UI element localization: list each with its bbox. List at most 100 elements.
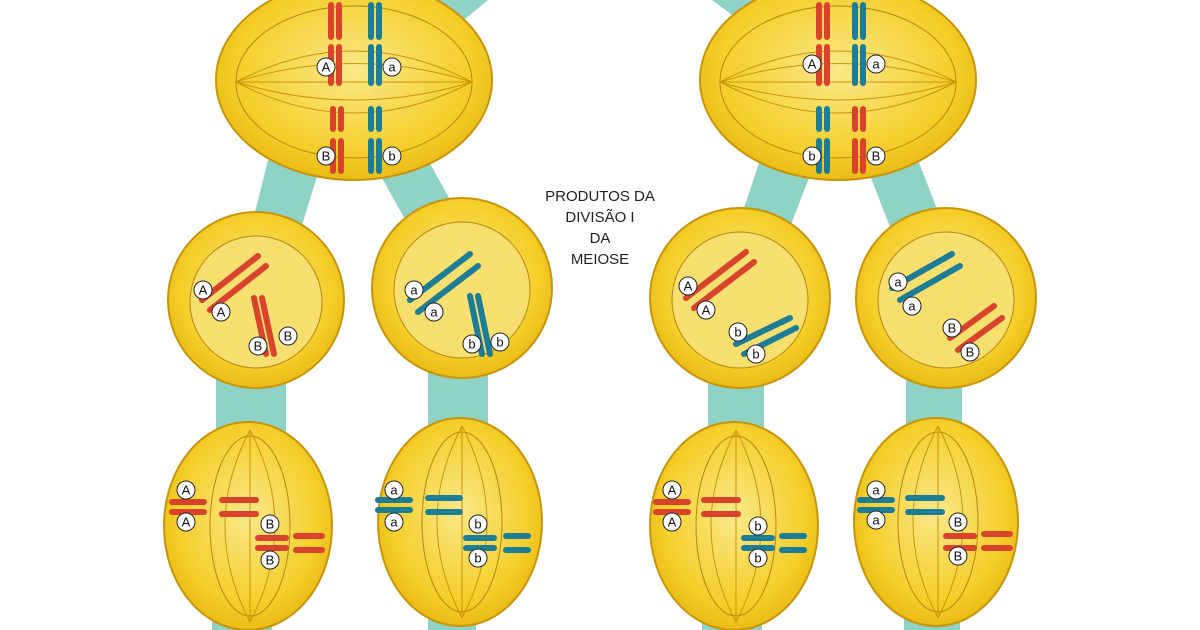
allele-label-circle [468,514,488,534]
allele-label-circle [384,480,404,500]
allele-label: A [322,60,331,75]
allele-label-circle [866,146,886,166]
allele-label-circle [193,280,213,300]
chromosomes [653,497,807,553]
allele-label-circle [468,548,488,568]
allele-label-circle [382,57,402,77]
allele-label: a [894,275,902,290]
allele-label: b [388,149,395,164]
allele-label-circle [866,480,886,500]
allele-label: a [872,513,880,528]
allele-label-circle [260,514,280,534]
allele-label-circle [278,326,298,346]
allele-label-circle [462,334,482,354]
allele-label: a [908,299,916,314]
allele-label: b [474,517,481,532]
allele-label: a [390,483,398,498]
allele-label-circle [382,146,402,166]
allele-label: b [734,325,741,340]
allele-label: b [474,551,481,566]
allele-label-circle [888,272,908,292]
allele-label-circle [404,280,424,300]
allele-label: B [266,553,275,568]
allele-label-circle [384,512,404,532]
allele-label: A [684,279,693,294]
allele-label: a [410,283,418,298]
chromosomes [169,497,325,553]
allele-label: B [948,321,957,336]
allele-label-circle [248,336,268,356]
allele-label: b [468,337,475,352]
allele-label: B [872,149,881,164]
allele-label-circle [176,512,196,532]
allele-label-circle [662,512,682,532]
allele-label-circle [866,510,886,530]
allele-label-circle [211,302,231,322]
caption-line-3: DA [589,230,611,247]
allele-label-circle [948,512,968,532]
cell-row2-2: aa b b [371,197,553,379]
allele-label: A [199,283,208,298]
allele-label: B [284,329,293,344]
caption-line-4: MEIOSE [570,251,630,268]
allele-label: a [390,515,398,530]
chromosomes [375,495,531,553]
allele-label-circle [902,296,922,316]
allele-label: a [430,305,438,320]
allele-label-circle [948,546,968,566]
allele-label-circle [678,276,698,296]
allele-label-circle [748,516,768,536]
chromosomes [816,2,866,174]
allele-label-circle [424,302,444,322]
allele-label-circle [746,344,766,364]
allele-label-circle [176,480,196,500]
allele-label: B [954,549,963,564]
allele-label: B [254,339,263,354]
cell-row2-1: AA B B [167,211,345,389]
allele-label: B [954,515,963,530]
allele-label: B [966,345,975,360]
allele-label-circle [696,300,716,320]
allele-label-circle [866,54,886,74]
allele-label: b [754,519,761,534]
allele-label: b [496,335,503,350]
allele-label: b [754,551,761,566]
allele-label-circle [490,332,510,352]
spindle-lines [719,50,957,114]
allele-label: A [808,57,817,72]
allele-label: A [217,305,226,320]
allele-label-circle [728,322,748,342]
allele-label-circle [316,146,336,166]
allele-label: B [266,517,275,532]
allele-label-circle [802,146,822,166]
allele-label-circle [802,54,822,74]
allele-label: A [668,515,677,530]
allele-label: A [702,303,711,318]
allele-label-circle [748,548,768,568]
allele-label: a [388,60,396,75]
allele-label: A [668,483,677,498]
allele-label: B [322,149,331,164]
cell-row3-1: A A B B [163,421,333,630]
allele-label: a [872,483,880,498]
spindle-lines [235,50,473,114]
division-caption: PRODUTOS DA DIVISÃO I DA MEIOSE [520,186,680,270]
allele-label: a [872,57,880,72]
allele-label-circle [662,480,682,500]
allele-label: A [182,483,191,498]
caption-line-2: DIVISÃO I [565,209,635,226]
cell-row3-2: a a b b [375,417,543,627]
allele-label: b [808,149,815,164]
caption-line-1: PRODUTOS DA [545,188,655,205]
allele-label: A [182,515,191,530]
allele-label-circle [316,57,336,77]
allele-label-circle [942,318,962,338]
allele-label-circle [260,550,280,570]
